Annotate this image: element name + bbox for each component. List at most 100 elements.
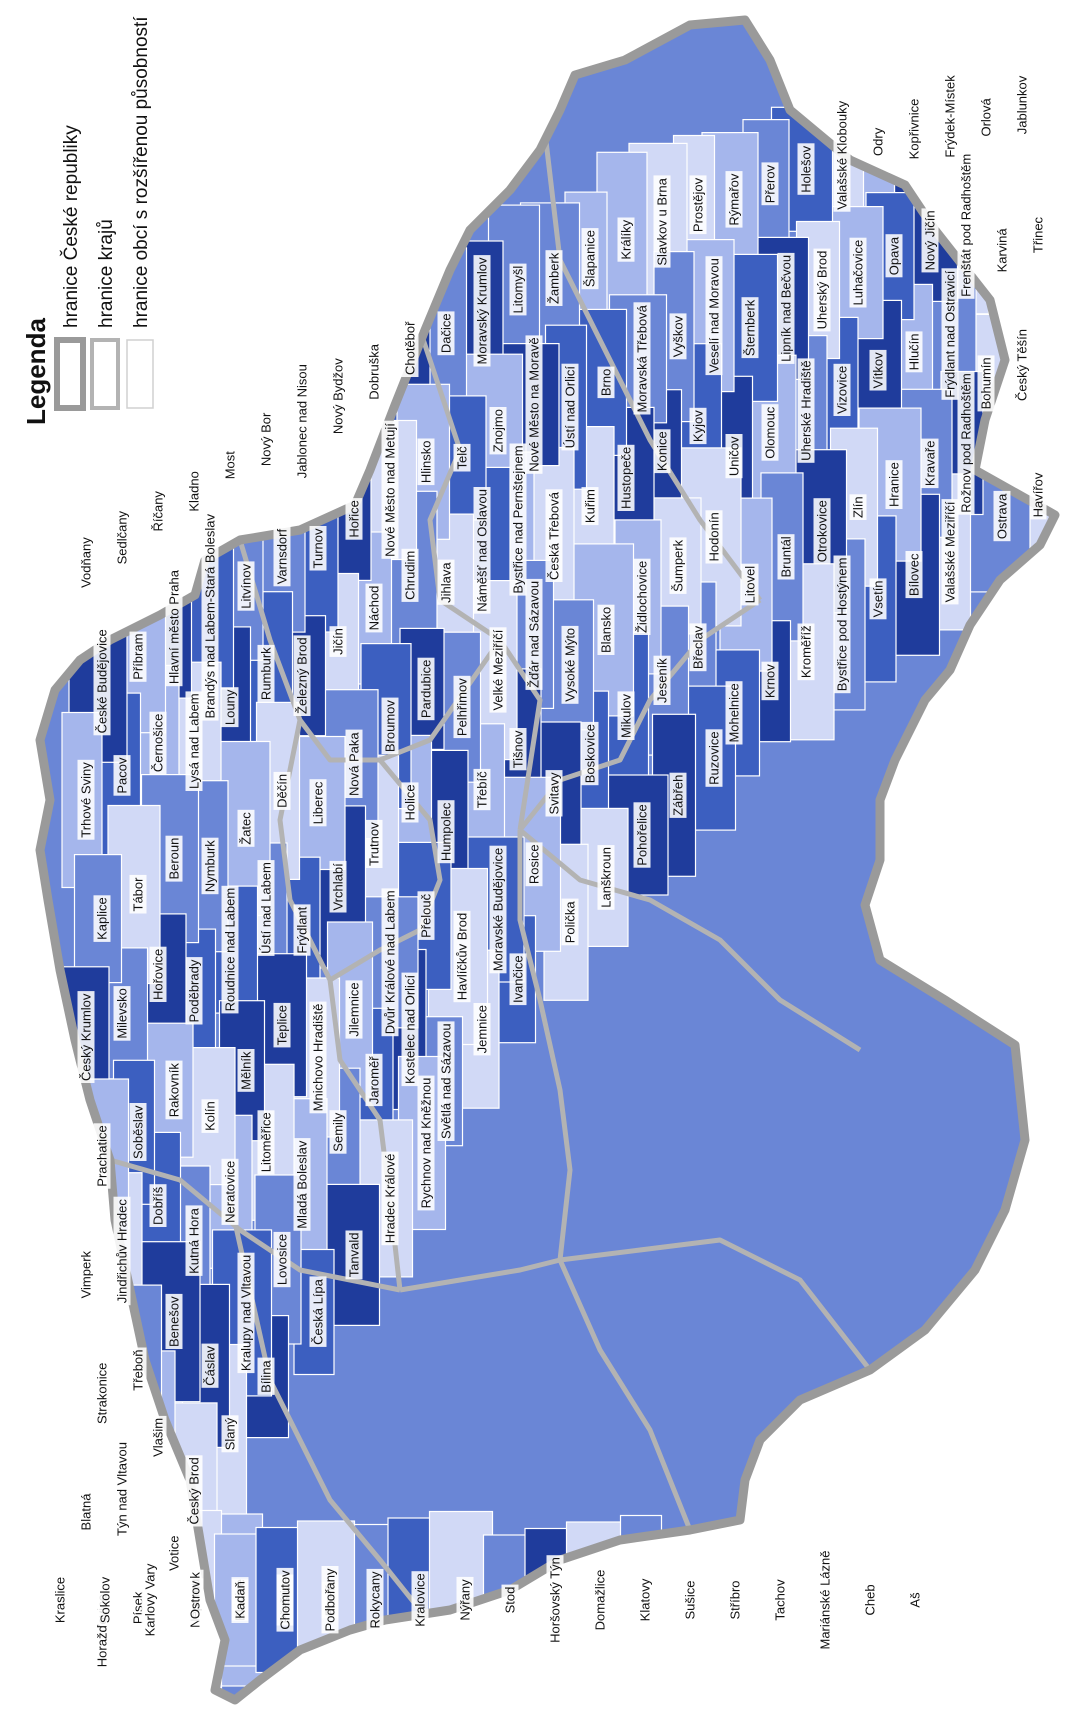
municipality-label-text: Vlašim <box>151 1418 166 1457</box>
municipality-label-text: Děčín <box>275 774 290 808</box>
municipality-label: Litomyšl <box>509 263 527 316</box>
municipality-label: Rakovník <box>165 1060 183 1120</box>
municipality-label-bg <box>617 217 635 262</box>
municipality-label-bg <box>77 759 95 840</box>
municipality-label-text: Opava <box>887 236 902 275</box>
municipality-label-bg <box>345 729 363 799</box>
municipality-label-bg <box>509 728 527 771</box>
municipality-label-bg <box>201 837 219 895</box>
municipality-label-bg <box>401 318 419 377</box>
municipality-label-text: Rumburk <box>259 647 274 700</box>
municipality-label-bg <box>689 175 707 235</box>
municipality-label: Český Brod <box>185 1455 203 1527</box>
municipality-label-text: Velké Meziříčí <box>491 629 506 710</box>
municipality-label-text: Šlapanice <box>583 230 598 287</box>
municipality-label-bg <box>473 487 491 614</box>
municipality-label-bg <box>186 1578 204 1622</box>
municipality-label: Jemnice <box>473 1002 491 1056</box>
municipality-label-bg <box>489 407 507 455</box>
municipality-label-text: Náměšť nad Oslavou <box>475 489 490 612</box>
municipality-label: Tachov <box>771 1576 789 1623</box>
municipality-label: Lysá nad Labem <box>185 691 203 792</box>
municipality-label-bg <box>905 96 923 162</box>
municipality-label-text: Olomouc <box>763 406 778 459</box>
municipality-label-bg <box>365 341 383 402</box>
municipality-label: Blansko <box>597 604 615 656</box>
municipality-label: Votice <box>165 1533 183 1573</box>
municipality-label: Stod <box>501 1584 519 1616</box>
municipality-label: Rokycany <box>366 1568 384 1631</box>
municipality-label: Strakonice <box>93 1360 111 1427</box>
municipality-label-text: Teplice <box>275 1005 290 1045</box>
municipality-label-text: Rakovník <box>167 1063 182 1118</box>
municipality-label: Valašské Klobouky <box>833 98 851 212</box>
municipality-label: Liberec <box>309 779 327 827</box>
municipality-label-bg <box>453 675 471 739</box>
municipality-label: Prachatice <box>93 1123 111 1189</box>
municipality-label-text: Havlíčkův Brod <box>455 913 470 1000</box>
municipality-label-bg <box>257 644 275 703</box>
municipality-label-bg <box>149 711 167 775</box>
municipality-label-text: Znojmo <box>491 409 506 452</box>
municipality-label: Žamberk <box>545 250 563 306</box>
municipality-label: Ivančice <box>509 953 527 1006</box>
municipality-label-text: Hranice <box>887 462 902 507</box>
municipality-label: Trutnov <box>365 819 383 869</box>
municipality-label: Hořice <box>345 498 363 540</box>
municipality-label-bg <box>636 1576 654 1624</box>
municipality-label-text: Přelouč <box>419 893 434 938</box>
municipality-label-text: Český Krumlov <box>79 993 94 1081</box>
municipality-label-bg <box>185 957 203 1025</box>
municipality-label: Moravské Budějovice <box>489 845 507 974</box>
municipality-label-text: Žatec <box>239 812 254 845</box>
municipality-label: Mohelnice <box>725 681 743 745</box>
municipality-label-text: Poděbrady <box>187 959 202 1022</box>
municipality-label: Broumov <box>381 697 399 755</box>
municipality-label-text: Luhačovice <box>851 240 866 306</box>
municipality-label: Aš <box>906 1589 924 1610</box>
municipality-label: Tanvald <box>345 1230 363 1280</box>
municipality-label-text: Bystřice pod Hostýnem <box>835 558 850 692</box>
municipality-label: Lipník nad Bečvou <box>777 252 795 364</box>
municipality-label-bg <box>237 561 255 611</box>
municipality-label-text: Trhové Sviny <box>79 762 94 838</box>
municipality-label-text: Mladá Boleslav <box>295 1140 310 1229</box>
municipality-label-text: Valašské Klobouky <box>835 100 850 209</box>
municipality-label: Roudnice nad Labem <box>221 885 239 1014</box>
municipality-label: Čáslav <box>201 1343 219 1388</box>
municipality-label: Králíky <box>617 217 635 262</box>
municipality-label: Neratovice <box>221 1158 239 1225</box>
municipality-label-bg <box>813 248 831 332</box>
municipality-label: Hodonín <box>705 510 723 564</box>
municipality-label: Havířov <box>1029 470 1047 520</box>
municipality-label: Frenštát pod Radhoštěm <box>957 151 975 299</box>
municipality-label-text: Frýdek-Místek <box>943 75 958 158</box>
municipality-label-bg <box>417 891 435 940</box>
municipality-label: Turnov <box>309 526 327 571</box>
municipality-label-bg <box>849 494 867 521</box>
municipality-label-text: Žďár nad Sázavou <box>527 581 542 688</box>
municipality-label-bg <box>489 627 507 713</box>
municipality-label: Jablunkov <box>1013 73 1031 137</box>
municipality-label-bg <box>501 1584 519 1616</box>
municipality-label-text: Most <box>223 451 238 480</box>
municipality-label-text: Vizovice <box>835 366 850 414</box>
municipality-label: Třeboň <box>129 1347 147 1393</box>
municipality-label-bg <box>113 1440 131 1538</box>
municipality-label-text: Milevsko <box>115 988 130 1039</box>
municipality-label: Mnichovo Hradiště <box>309 1001 327 1114</box>
municipality-label-text: Slavkov u Brna <box>655 177 670 265</box>
legend-label-country-border: hranice České republiky <box>60 125 82 328</box>
municipality-label: Ruzovice <box>705 729 723 787</box>
municipality-label-bg <box>113 1196 131 1306</box>
municipality-label: Poděbrady <box>185 957 203 1025</box>
municipality-label: České Budějovice <box>93 627 111 736</box>
municipality-label: Podbořany <box>321 1566 339 1634</box>
municipality-label-text: Mikulov <box>619 693 634 738</box>
municipality-label-text: Litvínov <box>239 563 254 608</box>
municipality-label-text: Železný Brod <box>295 637 310 714</box>
municipality-label-text: Podbořany <box>323 1568 338 1631</box>
municipality-label-bg <box>329 626 347 657</box>
municipality-label-text: Tachov <box>773 1579 788 1621</box>
